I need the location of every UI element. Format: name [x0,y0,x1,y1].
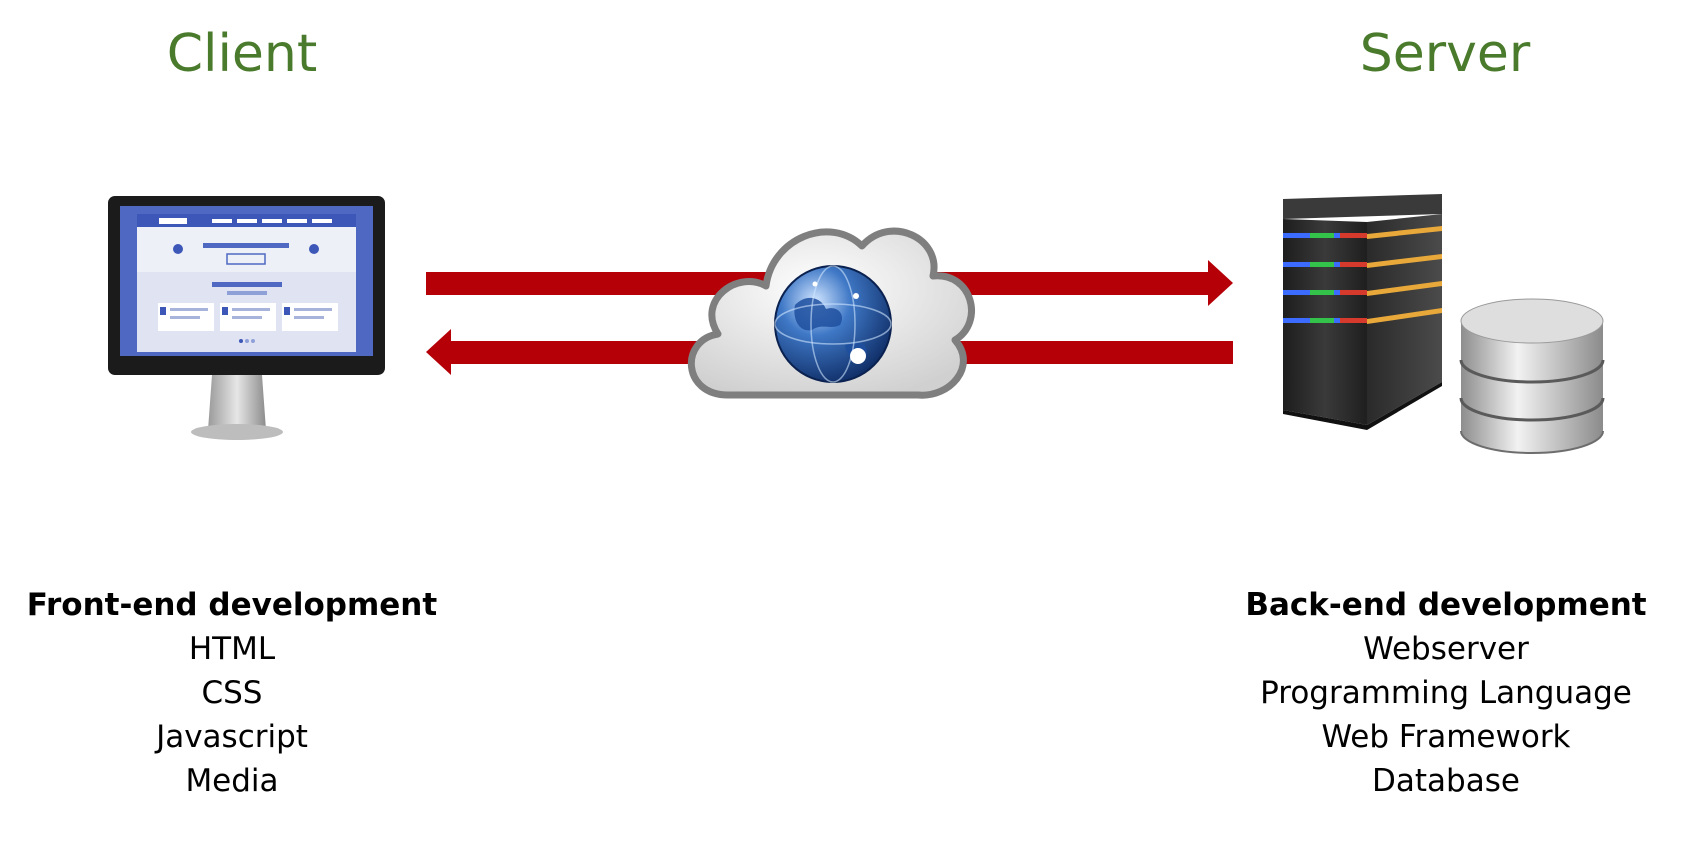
server-stack-item: Database [1372,763,1520,799]
client-stack-item: CSS [201,675,263,711]
client-stack-heading: Front-end development [26,587,438,623]
cloud-globe-icon [688,227,975,399]
server-stack-list: Back-end development Webserver Programmi… [1186,583,1690,803]
database-icon [1459,298,1605,454]
server-tower-icon [1283,194,1442,430]
server-stack-item: Programming Language [1260,675,1632,711]
client-stack-item: HTML [188,631,276,667]
client-stack-item: Javascript [156,719,308,755]
server-title: Server [1359,24,1531,84]
server-stack-heading: Back-end development [1245,587,1647,623]
client-title: Client [166,24,318,84]
client-stack-item: Media [185,763,279,799]
monitor-icon [108,196,385,440]
server-stack-item: Webserver [1363,631,1529,667]
server-stack-item: Web Framework [1321,719,1571,755]
client-stack-list: Front-end development HTML CSS Javascrip… [0,583,492,803]
